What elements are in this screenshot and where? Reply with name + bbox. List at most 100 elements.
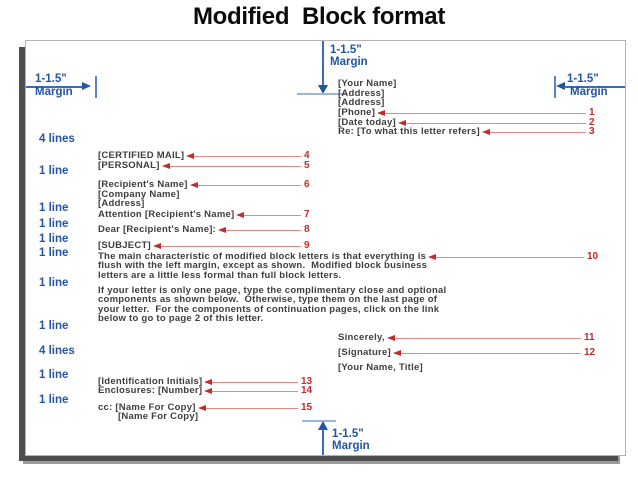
letter-line-text: cc: [Name For Copy] (98, 402, 196, 413)
left-arrow-icon (556, 82, 565, 90)
annotation-number: 15 (301, 402, 313, 413)
top-margin-tick (297, 93, 347, 95)
red-arrow-line (394, 337, 581, 339)
letter-line-row: Re: [To what this letter refers]3 (338, 127, 605, 137)
annotation-number: 9 (304, 240, 310, 251)
letter-line-text: If your letter is only one page, type th… (98, 285, 447, 296)
letter-line-text: Dear [Recipient's Name]: (98, 224, 217, 235)
red-arrow-line (489, 131, 586, 133)
top-margin-label: Margin (330, 56, 368, 68)
red-arrowhead-icon (197, 405, 206, 411)
letter-line-row: below to go to page 2 of this letter. (98, 314, 263, 324)
spacing-label: 4 lines (39, 133, 75, 145)
annotation-number: 6 (304, 179, 310, 190)
letter-line-text: below to go to page 2 of this letter. (98, 313, 264, 324)
annotation-number: 1 (589, 107, 595, 118)
red-arrowhead-icon (218, 227, 227, 233)
red-arrow-line (205, 407, 298, 409)
letter-line-row: letters are a little less formal than fu… (98, 271, 341, 281)
bottom-margin-label: Margin (332, 440, 370, 452)
letter-line-text: flush with the left margin, except as sh… (98, 260, 428, 271)
red-arrowhead-icon (428, 254, 437, 260)
left-margin-label: Margin (35, 86, 73, 98)
up-arrow-icon (318, 421, 328, 430)
right-margin-tick (554, 76, 556, 98)
annotation-number: 13 (301, 376, 313, 387)
letter-line-text: letters are a little less formal than fu… (98, 270, 342, 281)
letter-line-text: [SUBJECT] (98, 240, 151, 251)
letter-line-text: [Address] (338, 97, 385, 108)
letter-line-text: [Company Name] (98, 189, 180, 200)
letter-line-text: Enclosures: [Number] (98, 385, 203, 396)
letter-line-row: [Address] (98, 199, 145, 209)
spacing-label: 4 lines (39, 345, 75, 357)
red-arrow-line (244, 214, 301, 216)
letter-line-text: [Address] (98, 198, 145, 209)
spacing-label: 1 line (39, 277, 69, 289)
red-arrow-line (385, 112, 586, 114)
spacing-label: 1 line (39, 320, 69, 332)
letter-line-row: Enclosures: [Number] 14 (98, 386, 317, 396)
red-arrowhead-icon (152, 243, 161, 249)
letter-line-row: [Company Name] (98, 190, 180, 200)
red-arrow-line (400, 352, 581, 354)
letter-line-row: [Date today]2 (338, 118, 605, 128)
red-arrowhead-icon (204, 379, 213, 385)
down-arrow-icon (318, 85, 328, 94)
letter-line-row: [Address] (338, 89, 385, 99)
letter-line-text: Sincerely, (338, 332, 385, 343)
annotation-number: 5 (304, 160, 310, 171)
red-arrow-line (436, 256, 584, 258)
letter-line-row: The main characteristic of modified bloc… (98, 252, 603, 262)
slide-title: Modified Block format (192, 3, 446, 30)
letter-line-row: Attention [Recipient's Name] 7 (98, 210, 320, 220)
letter-line-text: [Phone] (338, 107, 376, 118)
letter-line-text: [PERSONAL] (98, 160, 160, 171)
red-arrow-line (197, 184, 301, 186)
letter-line-row: [Identification Initials]13 (98, 377, 317, 387)
red-arrowhead-icon (161, 163, 170, 169)
red-arrowhead-icon (397, 120, 406, 126)
annotation-number: 10 (587, 251, 599, 262)
annotation-number: 3 (589, 126, 595, 137)
letter-line-row: cc: [Name For Copy] 15 (98, 403, 317, 413)
letter-line-row: [Address] (338, 98, 385, 108)
letter-page: 1-1.5" Margin 1-1.5" Margin 1-1.5" Margi… (25, 40, 626, 456)
letter-line-text: [CERTIFIED MAIL] (98, 150, 185, 161)
letter-line-text: [Recipient's Name] (98, 179, 188, 190)
annotation-number: 4 (304, 150, 310, 161)
letter-line-row: [Signature]12 (338, 348, 600, 358)
letter-line-text: Attention [Recipient's Name] (98, 209, 235, 220)
letter-line-row: Dear [Recipient's Name]:8 (98, 225, 320, 235)
red-arrow-line (405, 122, 586, 124)
letter-line-text: [Name For Copy] (118, 411, 199, 422)
bottom-margin-line (322, 429, 324, 455)
red-arrowhead-icon (386, 335, 395, 341)
spacing-label: 1 line (39, 218, 69, 230)
letter-line-row: your letter. For the components of conti… (98, 305, 439, 315)
letter-line-text: your letter. For the components of conti… (98, 304, 440, 315)
red-arrow-line (226, 229, 301, 231)
annotation-number: 7 (304, 209, 310, 220)
red-arrowhead-icon (481, 129, 490, 135)
annotation-number: 2 (589, 117, 595, 128)
letter-line-row: [SUBJECT] 9 (98, 241, 320, 251)
letter-line-row: [Phone] 1 (338, 108, 605, 118)
right-margin-line (564, 86, 625, 88)
spacing-label: 1 line (39, 202, 69, 214)
spacing-label: 1 line (39, 233, 69, 245)
right-arrow-icon (82, 82, 91, 90)
red-arrowhead-icon (377, 110, 386, 116)
red-arrowhead-icon (186, 153, 195, 159)
red-arrow-line (212, 381, 298, 383)
letter-line-row: components as shown below. Otherwise, ty… (98, 295, 437, 305)
right-margin-size: 1-1.5" (567, 73, 599, 85)
top-margin-size: 1-1.5" (330, 44, 362, 56)
annotation-number: 14 (301, 385, 313, 396)
red-arrowhead-icon (189, 182, 198, 188)
letter-line-text: components as shown below. Otherwise, ty… (98, 294, 438, 305)
red-arrow-line (160, 245, 301, 247)
red-arrow-line (194, 155, 301, 157)
letter-line-row: [Recipient's Name] 6 (98, 180, 320, 190)
